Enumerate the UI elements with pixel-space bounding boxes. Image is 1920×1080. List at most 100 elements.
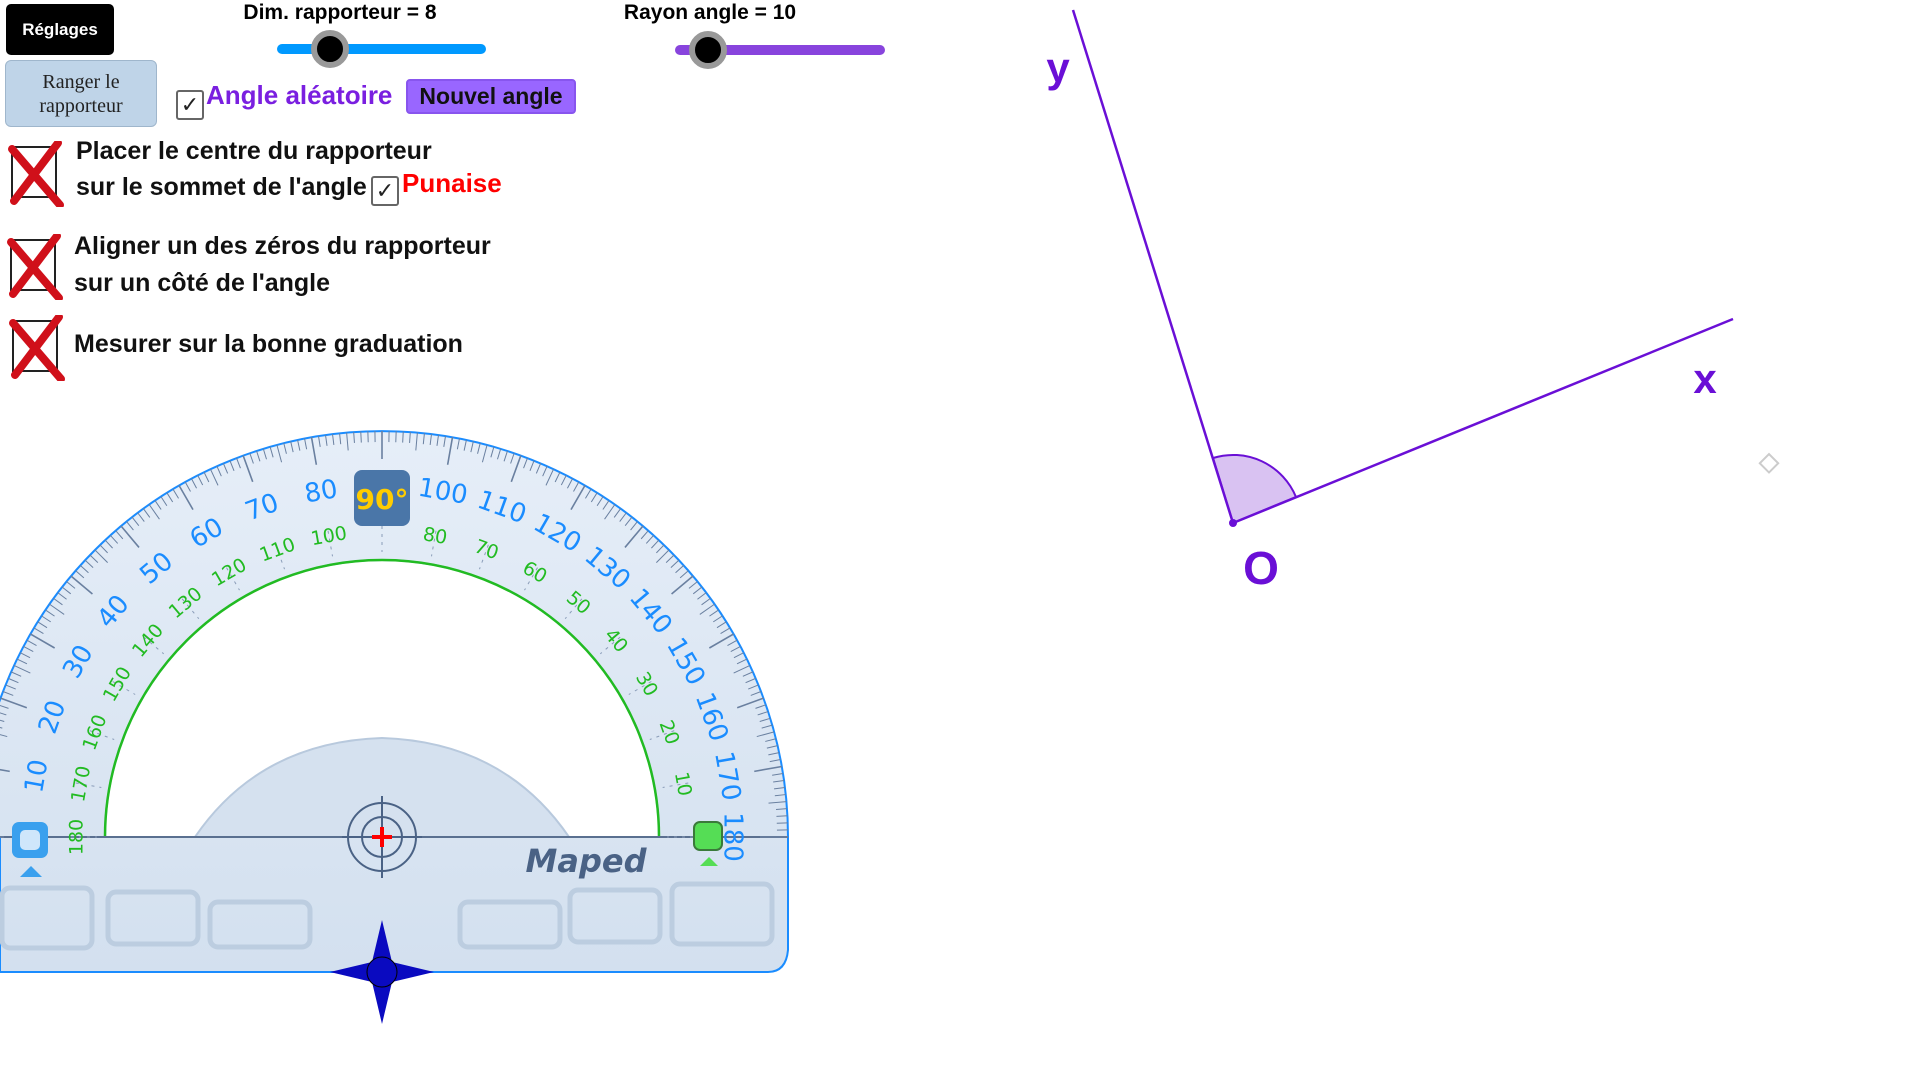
protractor-tick xyxy=(688,581,698,589)
protractor-tick xyxy=(456,438,460,450)
protractor-tick xyxy=(656,549,670,563)
new-angle-button[interactable]: Nouvel angle xyxy=(406,79,576,114)
protractor-tick xyxy=(470,441,474,453)
check-icon: ✓ xyxy=(180,92,200,117)
protractor-tick xyxy=(49,603,65,615)
protractor-tick xyxy=(640,530,649,540)
protractor-tick xyxy=(768,752,780,756)
protractor-tick xyxy=(443,435,447,447)
random-angle-label: Angle aléatoire xyxy=(206,80,393,110)
rotate-right-handle-icon[interactable] xyxy=(693,821,723,866)
protractor-tick xyxy=(142,508,151,518)
protractor-tick xyxy=(542,465,548,477)
protractor-center-hub xyxy=(193,736,571,838)
protractor-tick xyxy=(0,726,3,729)
protractor-tick xyxy=(75,570,85,579)
protractor-tick xyxy=(276,444,283,463)
protractor-tick xyxy=(0,697,28,709)
protractor-tick xyxy=(61,586,72,595)
protractor-tick xyxy=(2,691,14,696)
protractor-tick xyxy=(624,525,644,548)
protractor-tick xyxy=(216,465,222,477)
protractor-tick xyxy=(126,521,134,531)
protractor-tick xyxy=(748,684,759,690)
angle-radius-label: Rayon angle = 10 xyxy=(623,1,797,24)
angle-sector xyxy=(1211,453,1298,525)
vertex-point[interactable] xyxy=(1229,519,1237,527)
angle-radius-slider-handle[interactable] xyxy=(689,31,727,69)
protractor-tick xyxy=(45,609,55,617)
protractor-tick xyxy=(222,463,229,474)
protractor-tick xyxy=(510,455,522,483)
pin-checkbox[interactable]: ✓ xyxy=(371,176,399,206)
protractor-tick xyxy=(0,704,9,709)
protractor-tick xyxy=(545,468,555,486)
protractor-tick xyxy=(477,442,481,454)
fail-icon xyxy=(7,234,63,300)
protractor-tick xyxy=(99,544,108,554)
protractor-tick xyxy=(773,780,785,783)
protractor-tick xyxy=(720,627,731,634)
protractor-tick xyxy=(429,433,432,446)
protractor-tick xyxy=(29,633,56,649)
protractor-tick xyxy=(699,603,715,615)
fail-icon xyxy=(8,141,64,207)
protractor-tick xyxy=(79,564,89,574)
protractor-size-slider-track[interactable] xyxy=(277,44,486,54)
protractor-tick xyxy=(716,621,727,629)
protractor-tick xyxy=(529,460,535,471)
protractor-tick xyxy=(131,516,140,527)
protractor-ticks xyxy=(0,431,788,838)
protractor-tick xyxy=(733,664,751,674)
protractor-tick xyxy=(409,431,411,443)
protractor-tick xyxy=(154,500,162,510)
protractor-tick xyxy=(535,463,542,474)
protractor-tick xyxy=(736,697,764,709)
protractor-tick xyxy=(759,717,771,722)
protractor-tick xyxy=(57,592,67,600)
protractor-tick xyxy=(766,745,778,749)
protractor-tick xyxy=(554,471,561,483)
protractor-tick xyxy=(675,564,685,574)
protractor-tick xyxy=(53,597,63,606)
protractor-size-slider-handle[interactable] xyxy=(311,30,349,68)
protractor-tick xyxy=(37,621,48,629)
protractor-tick xyxy=(297,439,301,451)
random-angle-checkbox[interactable]: ✓ xyxy=(176,90,204,120)
protractor-tick xyxy=(229,460,235,471)
protractor-inner-arc xyxy=(103,558,661,838)
protractor-tick xyxy=(317,435,321,447)
protractor-tick xyxy=(137,512,145,522)
pin-label: Punaise xyxy=(402,168,502,198)
protractor-tick xyxy=(755,704,767,709)
protractor-tick xyxy=(10,671,22,677)
protractor-tick xyxy=(510,452,515,464)
protractor-tick xyxy=(619,512,627,522)
ray-oy[interactable] xyxy=(1071,9,1235,524)
protractor-tick xyxy=(692,586,703,595)
settings-button[interactable]: Réglages xyxy=(6,4,114,55)
protractor-tick xyxy=(590,492,598,503)
protractor-tick xyxy=(20,652,31,659)
task-2-line-1: Aligner un des zéros du rapporteur xyxy=(74,232,491,260)
protractor-tick xyxy=(172,488,179,499)
protractor-tick xyxy=(630,521,638,531)
ray-ox[interactable] xyxy=(1232,317,1734,525)
protractor-tick xyxy=(436,434,439,446)
protractor-size-label: Dim. rapporteur = 8 xyxy=(243,1,437,24)
protractor-tick xyxy=(0,712,7,716)
protractor-tick xyxy=(523,457,528,469)
protractor-tick xyxy=(701,597,711,606)
rotate-left-handle-icon[interactable] xyxy=(12,822,48,877)
task-3-line-1: Mesurer sur la bonne graduation xyxy=(74,330,463,358)
protractor-tick xyxy=(503,450,508,462)
move-handle-icon[interactable] xyxy=(330,920,434,1024)
angle-radius-slider-track[interactable] xyxy=(675,45,885,55)
protractor-tick xyxy=(290,441,294,453)
protractor-tick xyxy=(604,504,616,520)
protractor-tick xyxy=(70,575,93,595)
side-y-label: y xyxy=(1046,44,1070,91)
protractor-tick xyxy=(41,615,51,623)
